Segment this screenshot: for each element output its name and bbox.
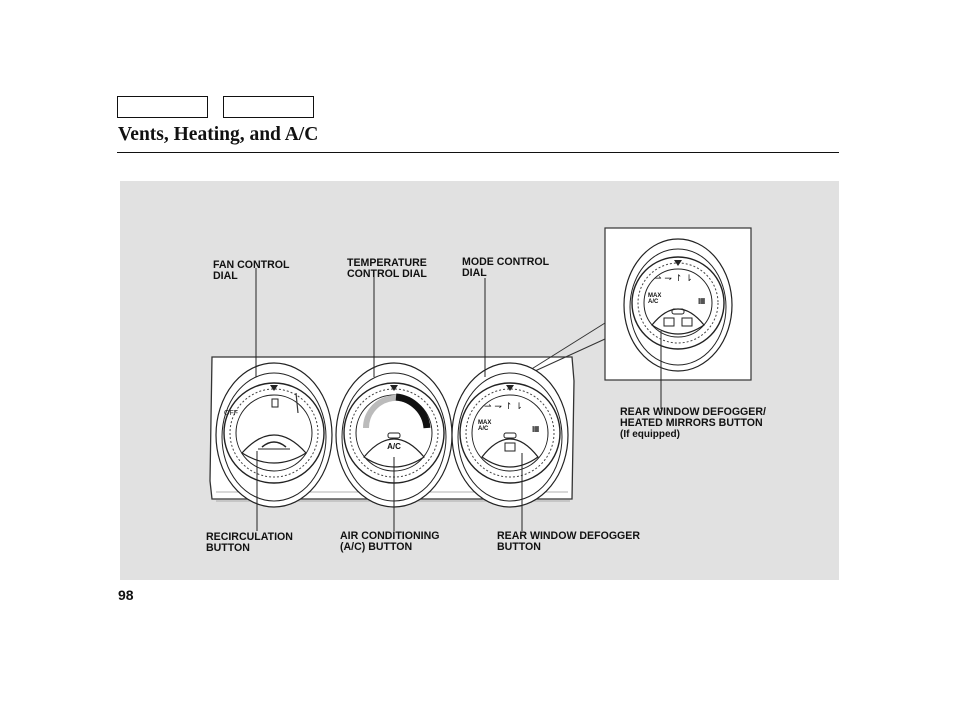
ac-text: A/C [387, 442, 401, 451]
mode-ac-text: A/C [478, 426, 489, 432]
label-rear-defogger-mirrors-button: REAR WINDOW DEFOGGER/HEATED MIRRORS BUTT… [620, 406, 766, 441]
fan-off-text: OFF [224, 410, 238, 417]
leader-lines [255, 268, 662, 531]
inset-ac-text: A/C [648, 299, 659, 305]
svg-text:▦: ▦ [698, 296, 706, 305]
climate-panel-illustration: OFF A/C ⇀ ⇁ ↾ ⇂ ▦ [209, 227, 752, 531]
nav-box-next[interactable] [223, 96, 314, 118]
fan-control-dial-graphic [215, 362, 333, 508]
svg-text:▦: ▦ [532, 424, 540, 433]
inset-mode-dial-graphic: ⇀ ⇁ ↾ ⇂ ▦ [623, 238, 733, 372]
page-title: Vents, Heating, and A/C [118, 124, 319, 145]
label-ac-button: AIR CONDITIONING(A/C) BUTTON [340, 530, 440, 553]
title-rule [117, 152, 839, 153]
mode-max-text: MAX [478, 420, 491, 426]
temperature-control-dial-graphic [335, 362, 453, 508]
page-number: 98 [118, 587, 134, 603]
svg-text:⇀ ⇁ ↾ ⇂: ⇀ ⇁ ↾ ⇂ [654, 274, 693, 284]
nav-box-previous[interactable] [117, 96, 208, 118]
inset-max-text: MAX [648, 293, 661, 299]
svg-text:⇀ ⇁ ↾ ⇂: ⇀ ⇁ ↾ ⇂ [484, 402, 523, 412]
climate-control-figure: OFF A/C ⇀ ⇁ ↾ ⇂ ▦ [120, 181, 839, 580]
mode-control-dial-graphic: ⇀ ⇁ ↾ ⇂ ▦ [451, 362, 569, 508]
